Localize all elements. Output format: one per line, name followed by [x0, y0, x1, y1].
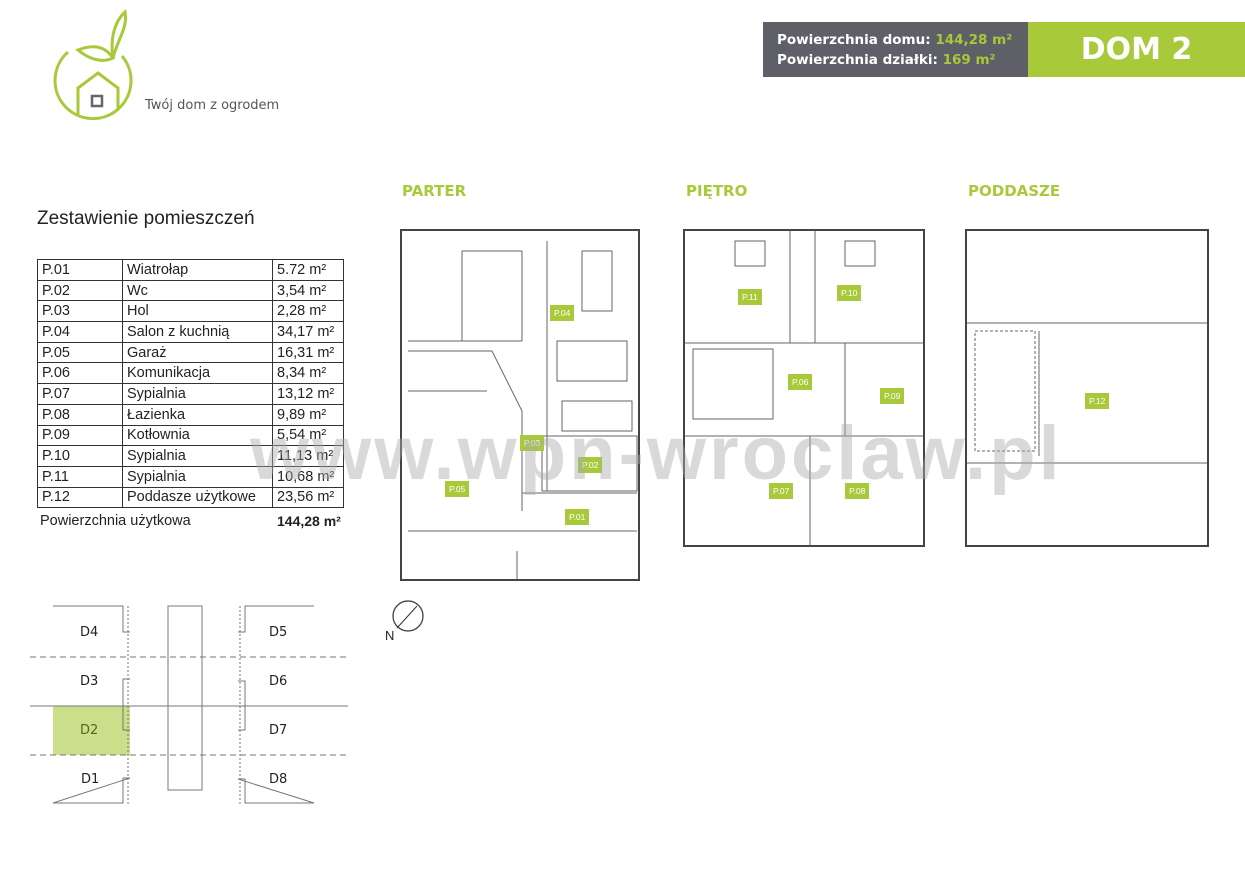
room-label-p10: P.10: [837, 285, 862, 301]
lot-d7: D7: [269, 723, 288, 738]
room-area: 16,31 m²: [272, 341, 344, 364]
floor-plan-parter: P.04 P.03 P.02 P.05 P.01: [400, 229, 640, 581]
area-info-box: Powierzchnia domu: 144,28 m² Powierzchni…: [763, 22, 1028, 77]
room-name: Garaż: [122, 341, 273, 364]
parter-walls: [408, 241, 638, 579]
house-name-badge: DOM 2: [1028, 22, 1245, 77]
plan-title-parter: PARTER: [402, 182, 467, 200]
room-name: Kotłownia: [122, 424, 273, 447]
room-code: P.06: [37, 362, 123, 385]
plot-area-value: 169 m²: [942, 52, 996, 68]
room-area: 8,34 m²: [272, 362, 344, 385]
room-code: P.10: [37, 445, 123, 467]
watermark: www.wpn-wroclaw.pl: [250, 411, 1063, 496]
room-label-p12: P.12: [1085, 393, 1110, 409]
house-area-value: 144,28 m²: [935, 32, 1013, 48]
site-plan: [30, 605, 348, 805]
lot-d3: D3: [80, 674, 99, 689]
room-label-p05: P.05: [445, 481, 470, 497]
room-name: Sypialnia: [122, 383, 273, 405]
room-name: Łazienka: [122, 403, 273, 426]
room-label-p03: P.03: [520, 435, 545, 451]
room-area: 5,54 m²: [272, 424, 344, 447]
lot-d2-selected: D2: [80, 723, 99, 738]
room-label-p04: P.04: [550, 305, 575, 321]
logo-tagline: Twój dom z ogrodem: [145, 98, 280, 113]
room-name: Komunikacja: [122, 362, 273, 385]
room-area: 3,54 m²: [272, 279, 344, 302]
lot-d1: D1: [81, 772, 100, 787]
room-area: 9,89 m²: [272, 403, 344, 426]
room-name: Salon z kuchnią: [122, 321, 273, 343]
plan-title-poddasze: PODDASZE: [968, 182, 1061, 200]
room-code: P.04: [37, 321, 123, 343]
room-name: Poddasze użytkowe: [122, 486, 273, 509]
room-label-p06: P.06: [788, 374, 813, 390]
plot-area-label: Powierzchnia działki:: [777, 52, 938, 68]
lot-d8: D8: [269, 772, 288, 787]
room-area: 13,12 m²: [272, 383, 344, 405]
room-name: Sypialnia: [122, 465, 273, 488]
room-label-p11: P.11: [738, 289, 762, 305]
logo-icon: [53, 9, 133, 120]
lot-d5: D5: [269, 625, 288, 640]
usable-area-label: Powierzchnia użytkowa: [40, 513, 191, 529]
room-code: P.12: [37, 486, 123, 509]
floor-plan-poddasze: P.12: [965, 229, 1209, 547]
lot-d4: D4: [80, 625, 99, 640]
room-area: 23,56 m²: [272, 486, 344, 509]
plan-title-pietro: PIĘTRO: [686, 182, 748, 200]
room-label-p09: P.09: [880, 388, 905, 404]
room-label-p07: P.07: [769, 483, 794, 499]
room-area: 5.72 m²: [272, 259, 344, 281]
room-label-p08: P.08: [845, 483, 870, 499]
poddasze-walls: [967, 322, 1207, 464]
room-code: P.09: [37, 424, 123, 447]
room-code: P.05: [37, 341, 123, 364]
room-name: Wiatrołap: [122, 259, 273, 281]
house-area-label: Powierzchnia domu:: [777, 32, 931, 48]
room-name: Sypialnia: [122, 445, 273, 467]
rooms-table-title: Zestawienie pomieszczeń: [37, 208, 255, 229]
room-name: Hol: [122, 300, 273, 323]
north-arrow-icon: [392, 600, 424, 632]
room-label-p02: P.02: [578, 457, 603, 473]
room-area: 34,17 m²: [272, 321, 344, 343]
floor-plan-pietro: P.11 P.10 P.06 P.09 P.07 P.08: [683, 229, 925, 547]
room-code: P.03: [37, 300, 123, 323]
room-area: 11,13 m²: [272, 445, 344, 467]
north-label: N: [385, 628, 395, 643]
room-code: P.02: [37, 279, 123, 302]
room-code: P.07: [37, 383, 123, 405]
pietro-walls: [685, 231, 923, 545]
usable-area-value: 144,28 m²: [277, 513, 341, 529]
room-code: P.11: [37, 465, 123, 488]
room-code: P.01: [37, 259, 123, 281]
room-name: Wc: [122, 279, 273, 302]
room-area: 10,68 m²: [272, 465, 344, 488]
lot-d6: D6: [269, 674, 288, 689]
room-area: 2,28 m²: [272, 300, 344, 323]
room-code: P.08: [37, 403, 123, 426]
room-label-p01: P.01: [565, 509, 590, 525]
